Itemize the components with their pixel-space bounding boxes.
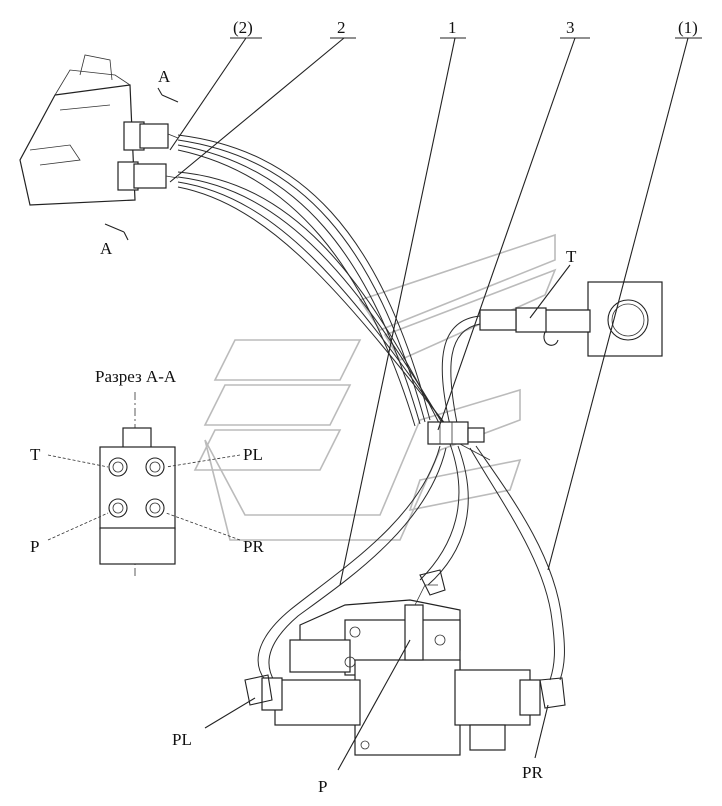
callout-2-paren: (2): [233, 18, 253, 37]
callout-1: 1: [448, 18, 457, 37]
section-port-p: P: [30, 537, 39, 556]
port-pl: [145, 457, 165, 477]
port-p: [108, 498, 128, 518]
callout-leaders: [169, 37, 702, 586]
section-mark-lower: A: [100, 223, 129, 258]
main-label-pl: PL: [172, 730, 192, 749]
section-aa-view: Разрез A-A T PL P PR: [30, 367, 264, 578]
section-mark-upper-label: A: [158, 67, 171, 86]
tank-label-group: T: [529, 247, 577, 319]
callout-1-paren: (1): [678, 18, 698, 37]
section-port-t: T: [30, 445, 41, 464]
tank-connector: [441, 281, 663, 429]
callout-labels: (2) 2 1 3 (1): [233, 18, 698, 37]
callout-3: 3: [566, 18, 575, 37]
section-port-pr: PR: [243, 537, 264, 556]
section-title: Разрез A-A: [95, 367, 177, 386]
valve-block: [244, 584, 566, 756]
control-block: [19, 54, 179, 206]
watermark-logo: [193, 233, 557, 541]
lower-hoses: [257, 443, 565, 683]
port-t: [108, 457, 128, 477]
bottom-port-labels: PL P PR: [172, 639, 549, 796]
section-mark-upper: A: [157, 67, 179, 103]
callout-2: 2: [337, 18, 346, 37]
junction-block: [427, 421, 491, 461]
main-label-pr: PR: [522, 763, 543, 782]
section-mark-lower-label: A: [100, 239, 113, 258]
port-pr: [145, 498, 165, 518]
main-label-t: T: [566, 247, 577, 266]
hose-bundle: [177, 134, 456, 437]
section-port-pl: PL: [243, 445, 263, 464]
main-label-p: P: [318, 777, 327, 796]
